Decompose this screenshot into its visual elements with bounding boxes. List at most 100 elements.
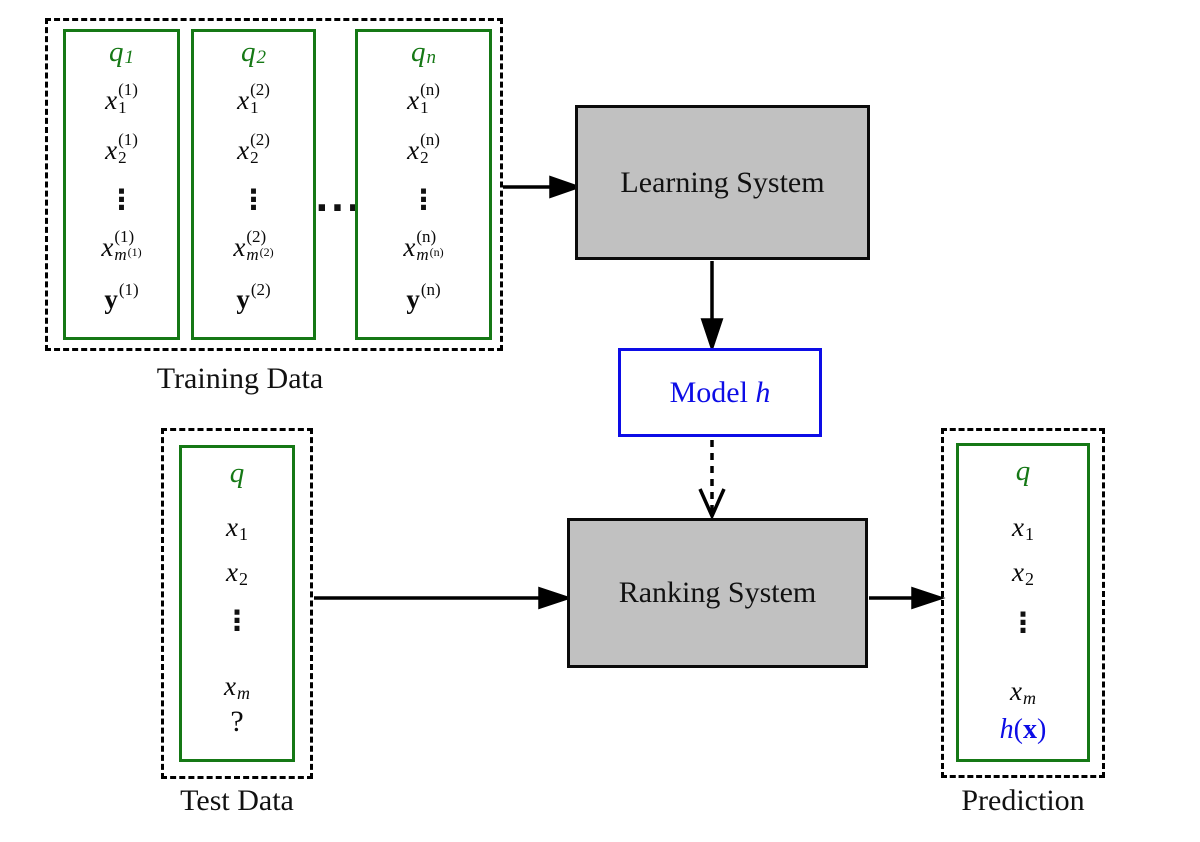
subsup-stack: (1)1 <box>118 81 138 117</box>
q-base: q <box>109 35 124 68</box>
model-word: Model <box>669 375 748 409</box>
learning-system-box: Learning System <box>575 105 870 260</box>
label-vector-row: y(2) <box>236 279 270 319</box>
q-base: q <box>229 456 245 489</box>
x-base: x <box>224 670 236 701</box>
arrow-learning-to-model <box>700 261 724 353</box>
training-data-container <box>45 18 503 351</box>
learning-system-label: Learning System <box>620 165 825 199</box>
subscript: m(2) <box>246 246 273 264</box>
superscript: (n) <box>420 130 440 150</box>
x-base: x <box>403 231 416 262</box>
superscript: (1) <box>114 227 135 247</box>
x-vector-bold: x <box>1023 714 1037 745</box>
x-base: x <box>105 84 118 115</box>
horizontal-ellipsis: ··· <box>315 188 363 229</box>
vertical-ellipsis: ⋮ <box>409 182 438 216</box>
unknown-label-row: ? <box>230 704 243 740</box>
subscript: 1 <box>250 98 259 117</box>
open-paren: ( <box>1013 714 1023 745</box>
subsup-stack: (n)1 <box>420 81 440 117</box>
subsup-stack: (2)m(2) <box>246 228 273 264</box>
subscript-superscript: (1) <box>127 245 142 259</box>
feature-row-x2: x(1)2 <box>105 125 138 173</box>
feature-row-x1: x(1)1 <box>105 75 138 123</box>
superscript: (2) <box>246 227 267 247</box>
vertical-ellipsis: ⋮ <box>239 182 268 216</box>
superscript: (n) <box>420 280 441 299</box>
x-base: x <box>407 84 420 115</box>
feature-row-xm: x(2)m(2) <box>233 219 273 273</box>
superscript: (1) <box>118 130 138 150</box>
x-base: x <box>237 84 250 115</box>
superscript: (1) <box>118 280 139 299</box>
subscript: 1 <box>1024 523 1034 544</box>
superscript: (2) <box>250 80 270 100</box>
ranking-system-box: Ranking System <box>567 518 868 668</box>
subscript-base: m <box>246 245 259 264</box>
feature-row-xm: x(n)m(n) <box>403 219 443 273</box>
subsup-stack: (2)1 <box>250 81 270 117</box>
subscript-base: m <box>416 245 429 264</box>
superscript: (n) <box>420 80 440 100</box>
feature-row-x2: x(2)2 <box>237 125 270 173</box>
x-base: x <box>226 556 238 587</box>
subscript: m(1) <box>114 246 141 264</box>
x-base: x <box>407 134 420 165</box>
x-base: x <box>1010 675 1022 706</box>
test-data-container <box>161 428 313 779</box>
question-mark: ? <box>230 705 244 738</box>
subscript: 1 <box>238 523 248 544</box>
subscript: m(n) <box>416 246 443 264</box>
label-vector-row: y(n) <box>406 279 440 319</box>
subscript: 1 <box>118 98 127 117</box>
x-base: x <box>105 134 118 165</box>
model-variable-h: h <box>755 375 771 409</box>
subsup-stack: (1)m(1) <box>114 228 141 264</box>
vertical-ellipsis: ⋮ <box>1009 605 1037 639</box>
subsup-stack: (n)2 <box>420 131 440 167</box>
prediction-caption: Prediction <box>961 784 1085 817</box>
subsup-stack: (n)m(n) <box>416 228 443 264</box>
feature-row-x1: x(2)1 <box>237 75 270 123</box>
feature-row-x1: x(n)1 <box>407 75 440 123</box>
subscript: 1 <box>420 98 429 117</box>
x-base: x <box>237 134 250 165</box>
subscript: 2 <box>420 148 429 167</box>
q-base: q <box>411 35 426 68</box>
y-base: y <box>104 283 118 314</box>
vertical-ellipsis: ⋮ <box>107 182 136 216</box>
subscript: 2 <box>1024 568 1034 589</box>
arrow-model-to-ranking-dashed <box>698 440 726 521</box>
arrow-test-to-ranking <box>314 586 573 610</box>
subscript: 2 <box>118 148 127 167</box>
close-paren: ) <box>1037 714 1047 745</box>
subscript-base: m <box>114 245 127 264</box>
q-subscript: 2 <box>256 47 267 68</box>
subscript-superscript: (n) <box>429 245 444 259</box>
q-base: q <box>241 35 256 68</box>
subsup-stack: (2)2 <box>250 131 270 167</box>
x-base: x <box>1012 511 1024 542</box>
vertical-ellipsis: ⋮ <box>223 603 251 637</box>
x-base: x <box>1012 556 1024 587</box>
y-base: y <box>406 283 420 314</box>
arrow-ranking-to-prediction <box>869 586 946 610</box>
x-base: x <box>101 231 114 262</box>
q-subscript: 1 <box>124 47 135 68</box>
training-data-caption: Training Data <box>156 362 324 395</box>
superscript: (2) <box>250 280 271 299</box>
model-box: Model h <box>618 348 822 437</box>
